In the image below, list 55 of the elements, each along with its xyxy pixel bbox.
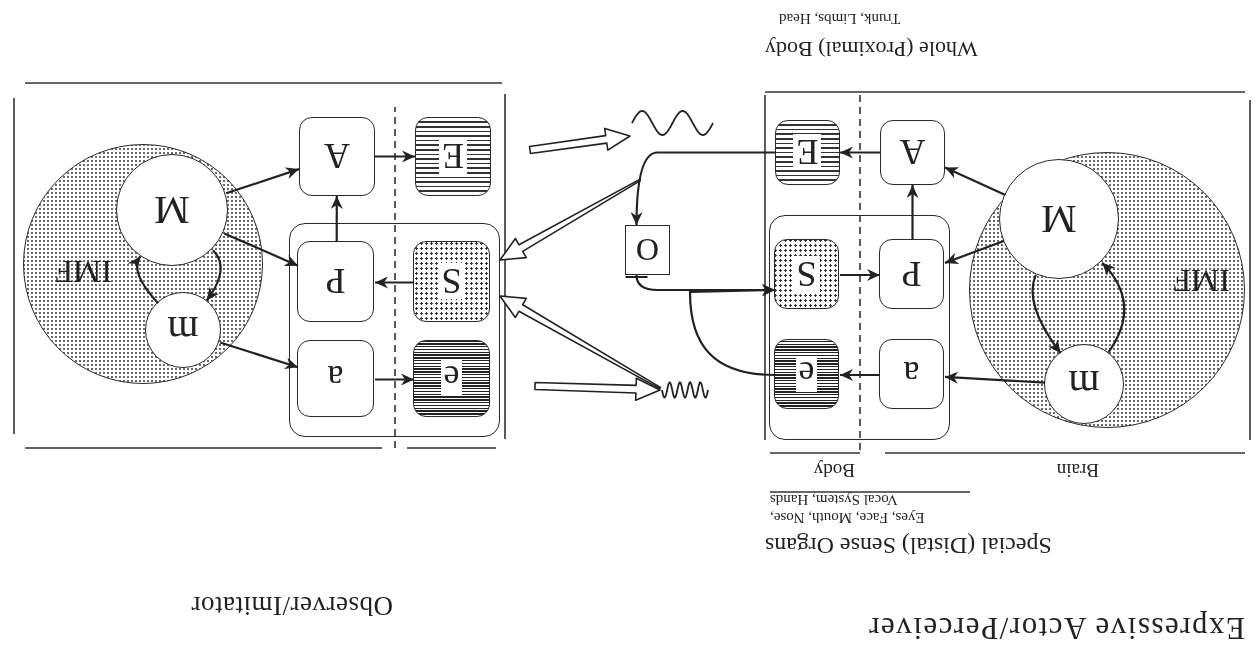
section-note: Eyes, Face, Mouth, Nose, Vocal System, Hands	[770, 491, 926, 527]
zigzag-wave-drawing	[660, 378, 710, 402]
module-circle: M	[116, 154, 228, 266]
arrow	[840, 369, 880, 381]
hollow-arrow	[499, 178, 642, 261]
arrow	[944, 371, 1046, 384]
module-circle: m	[145, 292, 221, 368]
arrow	[840, 146, 880, 159]
arrow	[630, 151, 775, 225]
dotted-box: S	[774, 239, 839, 309]
rounded-box: A	[299, 117, 375, 196]
region-label: Brain	[1056, 459, 1099, 481]
square-box: O	[625, 225, 670, 275]
region-label: Body	[813, 459, 855, 481]
panel-title: Expressive Actor/Perceiver	[867, 610, 1245, 647]
arrow	[944, 166, 1006, 196]
module-circle: m	[1044, 344, 1124, 424]
arrow	[944, 239, 1005, 264]
section-note: Trunk, Limbs, Head	[779, 10, 902, 28]
rounded-box: a	[297, 340, 374, 417]
arrow	[375, 276, 414, 289]
sine-wave-drawing	[630, 108, 715, 138]
rounded-box: a	[879, 339, 944, 409]
rounded-box: A	[880, 120, 945, 185]
arrow	[906, 185, 919, 240]
circle-label: IMF	[1173, 265, 1230, 297]
hollow-arrow	[528, 127, 631, 155]
arrow	[840, 269, 880, 281]
arrow	[688, 284, 776, 377]
hatched-box: e	[413, 340, 490, 417]
section-heading: Special (Distal) Sense Organs	[765, 532, 1053, 560]
curved-arrow	[1031, 274, 1062, 354]
striped-box: E	[775, 120, 840, 185]
arrow	[219, 341, 299, 370]
arrow	[375, 373, 414, 386]
section-heading: Whole (Proximal) Body	[765, 36, 979, 62]
panel-title: Observer/Imitator	[191, 590, 393, 622]
arrow	[375, 150, 415, 163]
dotted-box: S	[413, 241, 490, 322]
arrow	[223, 232, 299, 267]
curved-arrow	[205, 249, 222, 302]
curved-arrow	[1101, 261, 1126, 354]
circle-label: IMF	[55, 256, 112, 288]
group-box	[769, 215, 950, 440]
arrow	[225, 167, 300, 195]
arrow	[330, 196, 343, 242]
hollow-arrow	[499, 295, 662, 390]
rounded-box: P	[879, 239, 944, 309]
hollow-arrow	[534, 377, 661, 401]
module-circle: M	[999, 159, 1119, 279]
curved-arrow	[128, 255, 159, 304]
group-box	[289, 223, 500, 437]
striped-box: E	[415, 117, 491, 196]
rounded-box: P	[297, 241, 374, 322]
hatched-box: e	[774, 339, 839, 409]
